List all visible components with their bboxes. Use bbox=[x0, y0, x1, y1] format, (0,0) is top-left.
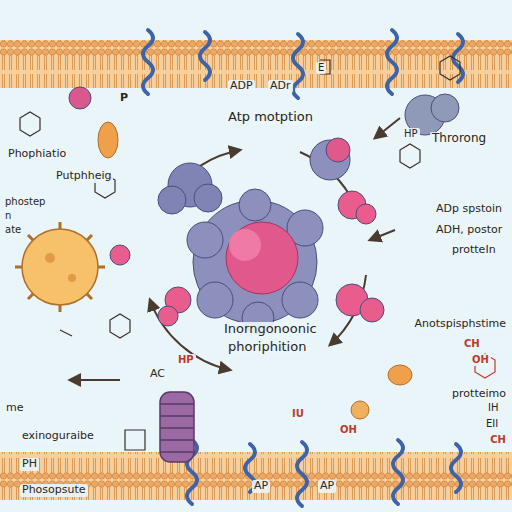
label-text: protteIn bbox=[450, 244, 498, 257]
label-text: n bbox=[3, 210, 13, 222]
label-text: ADP bbox=[228, 80, 255, 93]
label-text: ate bbox=[3, 224, 23, 236]
label-text: protteimo bbox=[450, 388, 508, 401]
label-text: ADH, postor bbox=[434, 224, 504, 237]
label-text: AP bbox=[252, 480, 270, 493]
label-text: HP bbox=[402, 128, 420, 140]
protein-helices bbox=[143, 30, 463, 506]
label-text: OH bbox=[338, 424, 359, 436]
label-text: Phosopsute bbox=[20, 484, 88, 497]
membrane-top bbox=[0, 40, 512, 88]
helix-stack bbox=[160, 392, 194, 462]
label-text: AC bbox=[148, 368, 167, 381]
label-text: exinoguraibe bbox=[20, 430, 96, 443]
label-text: phoriphition bbox=[226, 340, 308, 355]
chemical-structures bbox=[20, 56, 495, 450]
membrane-bottom bbox=[0, 452, 512, 500]
protein-clusters bbox=[69, 87, 459, 419]
label-text: IU bbox=[290, 408, 306, 420]
label-text: ADr bbox=[268, 80, 293, 93]
label-text: HP bbox=[176, 354, 196, 366]
label-text: Atp motption bbox=[226, 110, 315, 125]
label-text: AP bbox=[318, 480, 336, 493]
label-text: P bbox=[118, 92, 130, 105]
label-text: Putphheig bbox=[54, 170, 113, 183]
label-text: E bbox=[316, 62, 326, 74]
label-text: IH bbox=[486, 402, 500, 414]
label-text: CH bbox=[488, 434, 508, 446]
label-text: CH bbox=[462, 338, 482, 350]
label-text: Anotspisphstime bbox=[412, 318, 508, 331]
label-text: phostep bbox=[3, 196, 47, 208]
label-text: PH bbox=[20, 458, 39, 471]
label-text: ADp spstoin bbox=[434, 203, 504, 216]
label-text: Phophiatio bbox=[6, 148, 68, 161]
label-text: OH bbox=[470, 354, 491, 366]
label-text: EII bbox=[484, 418, 500, 430]
spiky-sphere bbox=[15, 222, 105, 312]
label-text: Inorngonoonic bbox=[222, 322, 319, 337]
label-text: me bbox=[4, 402, 25, 415]
label-text: Throrong bbox=[430, 132, 488, 146]
cycle-arrows bbox=[70, 118, 400, 380]
